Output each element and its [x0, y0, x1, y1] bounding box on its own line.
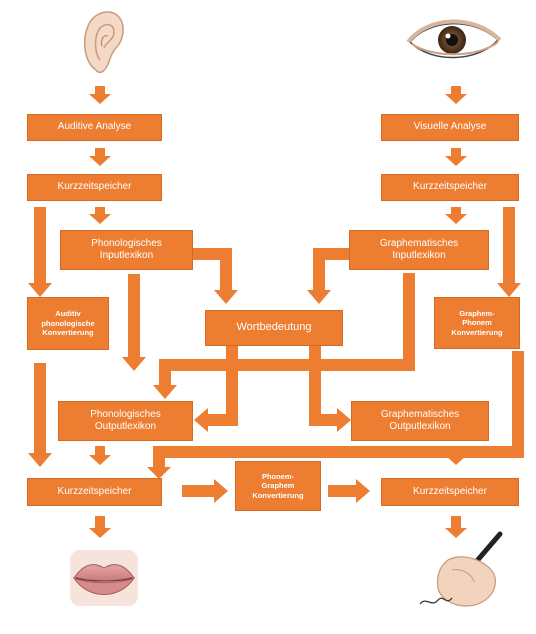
phonologisches-outputlexikon-box: Phonologisches Outputlexikon — [58, 401, 193, 441]
auditive-analyse-box: Auditive Analyse — [27, 114, 162, 141]
graphematisches-outputlexikon-label: Graphematisches Outputlexikon — [380, 408, 460, 433]
arrow-pg-konv-to-kurzzeit — [328, 479, 370, 503]
arrow-kurzzeit-to-mouth — [89, 516, 111, 538]
arrow-wortbedeutung-to-phon-output — [194, 346, 238, 432]
kurzzeitspeicher-right-top-label: Kurzzeitspeicher — [413, 181, 487, 193]
arrow-phon-output-to-kurzzeit — [89, 446, 111, 465]
kurzzeitspeicher-left-top-label: Kurzzeitspeicher — [57, 181, 132, 193]
arrow-auditive-to-kurzzeit — [89, 148, 111, 166]
phonologisches-outputlexikon-label: Phonologisches Outputlexikon — [90, 408, 161, 433]
arrow-gp-konv-to-kurzzeit-left — [147, 351, 524, 479]
phonem-graphem-konvertierung-box: Phonem- Graphem Konvertierung — [235, 461, 321, 511]
auditiv-phonologische-konvertierung-box: Auditiv phonologische Konvertierung — [27, 297, 109, 350]
graphematisches-inputlexikon-box: Graphematisches Inputlexikon — [349, 230, 489, 270]
kurzzeitspeicher-left-top-box: Kurzzeitspeicher — [27, 174, 162, 201]
arrow-graph-input-to-phon-output — [153, 273, 415, 399]
arrow-visuelle-to-kurzzeit — [445, 148, 467, 166]
phonologisches-inputlexikon-label: Phonologisches Inputlexikon — [91, 237, 162, 262]
visuelle-analyse-label: Visuelle Analyse — [413, 121, 487, 133]
phonologisches-inputlexikon-box: Phonologisches Inputlexikon — [60, 230, 193, 270]
arrow-kurzzeit-to-graph-input — [445, 207, 467, 224]
kurzzeitspeicher-right-top-box: Kurzzeitspeicher — [381, 174, 519, 201]
kurzzeitspeicher-right-bottom-label: Kurzzeitspeicher — [413, 485, 487, 497]
kurzzeitspeicher-left-bottom-box: Kurzzeitspeicher — [27, 478, 162, 506]
arrow-kurzzeit-to-auditiv-konv — [28, 207, 52, 297]
arrow-kurzzeit-to-phon-input — [89, 207, 111, 224]
graphem-phonem-konvertierung-label: Graphem- Phonem Konvertierung — [451, 308, 503, 337]
arrow-phon-input-down — [122, 274, 146, 371]
wortbedeutung-label: Wortbedeutung — [236, 321, 312, 334]
arrow-eye-to-visuelle — [445, 86, 467, 104]
arrow-phon-input-to-wortbedeutung — [193, 248, 238, 304]
wortbedeutung-box: Wortbedeutung — [205, 310, 343, 346]
arrow-kurzzeit-to-gp-konv — [497, 207, 521, 297]
arrow-ear-to-auditive — [89, 86, 111, 104]
graphem-phonem-konvertierung-box: Graphem- Phonem Konvertierung — [434, 297, 520, 349]
phonem-graphem-konvertierung-label: Phonem- Graphem Konvertierung — [252, 471, 304, 500]
arrow-auditiv-konv-down — [28, 363, 52, 467]
arrow-graph-output-to-kurzzeit — [445, 446, 467, 465]
graphematisches-inputlexikon-label: Graphematisches Inputlexikon — [379, 237, 459, 262]
arrow-kurzzeit-to-pg-konv — [182, 479, 228, 503]
kurzzeitspeicher-right-bottom-box: Kurzzeitspeicher — [381, 478, 519, 506]
auditiv-phonologische-konvertierung-label: Auditiv phonologische Konvertierung — [41, 309, 95, 338]
hand-writing-icon — [419, 531, 503, 607]
visuelle-analyse-box: Visuelle Analyse — [381, 114, 519, 141]
arrow-wortbedeutung-to-graph-output — [309, 346, 351, 432]
kurzzeitspeicher-left-bottom-label: Kurzzeitspeicher — [57, 485, 132, 497]
ear-icon — [83, 11, 124, 74]
arrow-kurzzeit-to-hand — [445, 516, 467, 538]
graphematisches-outputlexikon-box: Graphematisches Outputlexikon — [351, 401, 489, 441]
arrow-graph-input-to-wortbedeutung — [307, 248, 349, 304]
arrows — [28, 86, 524, 538]
lips-icon — [70, 550, 138, 606]
auditive-analyse-label: Auditive Analyse — [57, 121, 132, 133]
eye-icon — [406, 19, 502, 59]
